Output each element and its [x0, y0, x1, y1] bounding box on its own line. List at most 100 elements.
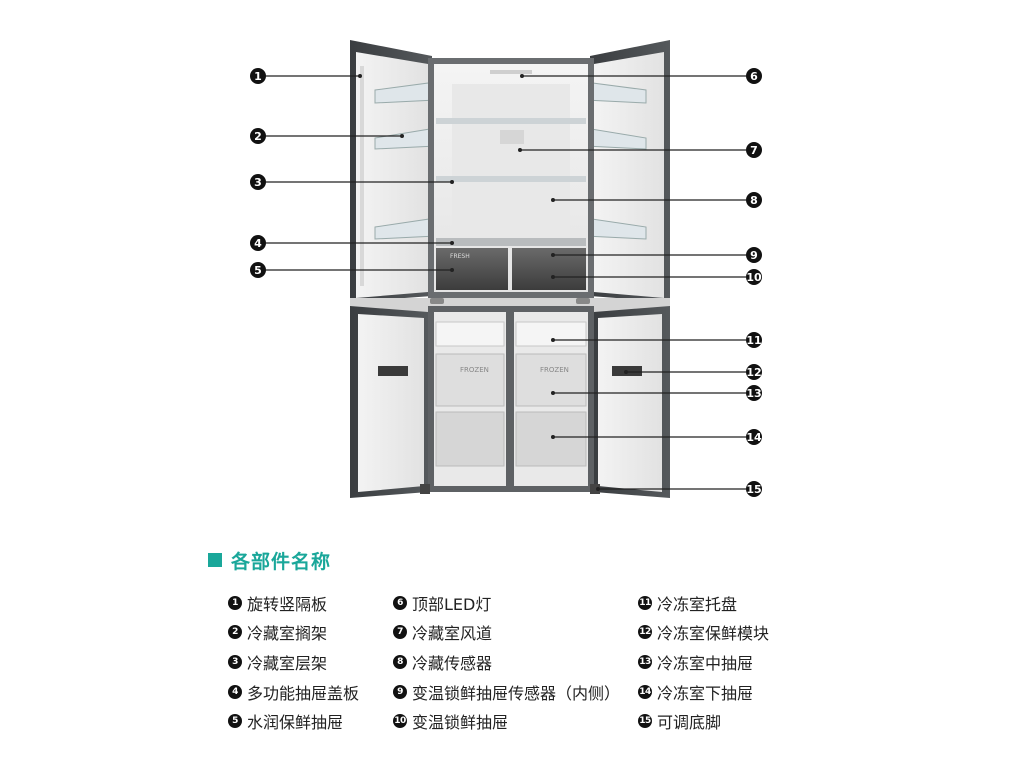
freezer-low-drawer-left [435, 411, 505, 467]
legend-label: 冷藏室层架 [247, 653, 328, 673]
lower-right-door [594, 306, 670, 498]
legend-label: 水润保鲜抽屉 [247, 713, 344, 733]
air-duct [500, 130, 524, 144]
legend-label: 旋转竖隔板 [247, 594, 328, 614]
number-badge: 5 [228, 714, 242, 729]
number-badge: 4 [228, 684, 242, 699]
foot-right [590, 484, 600, 494]
legend-item: 9 变温锁鲜抽屉传感器（内侧） [393, 677, 620, 707]
legend-label: 顶部LED灯 [412, 594, 492, 614]
svg-text:1: 1 [254, 70, 262, 83]
legend-item: 12 冷冻室保鲜模块 [638, 618, 769, 648]
freezer-panel-left [378, 366, 408, 376]
svg-text:6: 6 [750, 70, 758, 83]
number-badge: 7 [393, 625, 407, 640]
svg-text:14: 14 [746, 431, 762, 444]
legend-item: 13 冷冻室中抽屉 [638, 647, 769, 677]
drawer-cover [436, 238, 586, 246]
freezer-tray-left [435, 321, 505, 347]
number-badge: 1 [228, 595, 242, 610]
callout-9: 9 [746, 247, 762, 263]
refrigerator-diagram: FRESH FROZEN FROZEN [250, 40, 762, 498]
section-heading: 各部件名称 [208, 545, 331, 575]
legend-label: 变温锁鲜抽屉传感器（内侧） [412, 683, 621, 703]
foot-left [420, 484, 430, 494]
svg-text:13: 13 [746, 387, 761, 400]
callout-lines [266, 75, 746, 490]
section-marker [208, 553, 222, 567]
hinge-right [576, 298, 590, 304]
hinge-left [430, 298, 444, 304]
number-badge: 3 [228, 654, 242, 669]
callout-13: 13 [746, 385, 762, 401]
svg-text:9: 9 [750, 249, 758, 262]
svg-text:2: 2 [254, 130, 262, 143]
freezer-mid-drawer-right [515, 353, 587, 407]
svg-text:11: 11 [746, 334, 761, 347]
callout-15: 15 [746, 481, 762, 497]
fridge-compartment: FRESH [428, 58, 594, 298]
number-badge: 10 [393, 714, 407, 729]
callout-2: 2 [250, 128, 266, 144]
legend-item: 11 冷冻室托盘 [638, 588, 769, 618]
number-badge: 14 [638, 684, 652, 699]
variable-drawer [512, 248, 586, 290]
freezer-compartment: FROZEN FROZEN [428, 306, 594, 492]
number-badge: 2 [228, 625, 242, 640]
callout-1: 1 [250, 68, 266, 84]
legend-label: 可调底脚 [657, 713, 722, 733]
legend-item: 2 冷藏室搁架 [228, 618, 359, 648]
legend-column-1: 1 旋转竖隔板 2 冷藏室搁架 3 冷藏室层架 4 多功能抽屉盖板 5 水润保鲜抽屉 [228, 588, 359, 736]
svg-text:15: 15 [746, 483, 761, 496]
upper-right-door [584, 40, 670, 302]
legend-label: 冷冻室保鲜模块 [657, 624, 770, 644]
callout-dots [358, 74, 628, 491]
svg-text:7: 7 [750, 144, 758, 157]
svg-text:12: 12 [746, 366, 761, 379]
top-led-lamp [490, 70, 532, 74]
number-badge: 11 [638, 595, 652, 610]
legend-label: 变温锁鲜抽屉 [412, 713, 509, 733]
frozen-label-right: FROZEN [540, 366, 569, 374]
callout-4: 4 [250, 235, 266, 251]
number-badge: 8 [393, 654, 407, 669]
legend-item: 6 顶部LED灯 [393, 588, 620, 618]
legend-item: 5 水润保鲜抽屉 [228, 706, 359, 736]
callout-5: 5 [250, 262, 266, 278]
legend-label: 冷冻室下抽屉 [657, 683, 754, 703]
svg-text:4: 4 [254, 237, 262, 250]
fridge-shelf-1 [436, 118, 586, 124]
callout-12: 12 [746, 364, 762, 380]
legend-item: 10 变温锁鲜抽屉 [393, 706, 620, 736]
number-badge: 13 [638, 654, 652, 669]
legend-label: 冷冻室托盘 [657, 594, 738, 614]
legend-item: 3 冷藏室层架 [228, 647, 359, 677]
legend-item: 1 旋转竖隔板 [228, 588, 359, 618]
svg-text:3: 3 [254, 176, 262, 189]
number-badge: 9 [393, 684, 407, 699]
number-badge: 12 [638, 625, 652, 640]
fridge-shelf-2 [436, 176, 586, 182]
freezer-mid-drawer-left [435, 353, 505, 407]
callout-10: 10 [746, 269, 762, 285]
callout-3: 3 [250, 174, 266, 190]
legend-item: 4 多功能抽屉盖板 [228, 677, 359, 707]
callout-7: 7 [746, 142, 762, 158]
legend-item: 14 冷冻室下抽屉 [638, 677, 769, 707]
frozen-label-left: FROZEN [460, 366, 489, 374]
svg-text:5: 5 [254, 264, 262, 277]
lower-left-door [350, 306, 428, 498]
legend-label: 冷冻室中抽屉 [657, 653, 754, 673]
number-badge: 6 [393, 595, 407, 610]
legend-label: 多功能抽屉盖板 [247, 683, 360, 703]
freezer-low-drawer-right [515, 411, 587, 467]
callout-6: 6 [746, 68, 762, 84]
legend-label: 冷藏室搁架 [247, 624, 328, 644]
callout-11: 11 [746, 332, 762, 348]
upper-left-door [350, 40, 437, 302]
